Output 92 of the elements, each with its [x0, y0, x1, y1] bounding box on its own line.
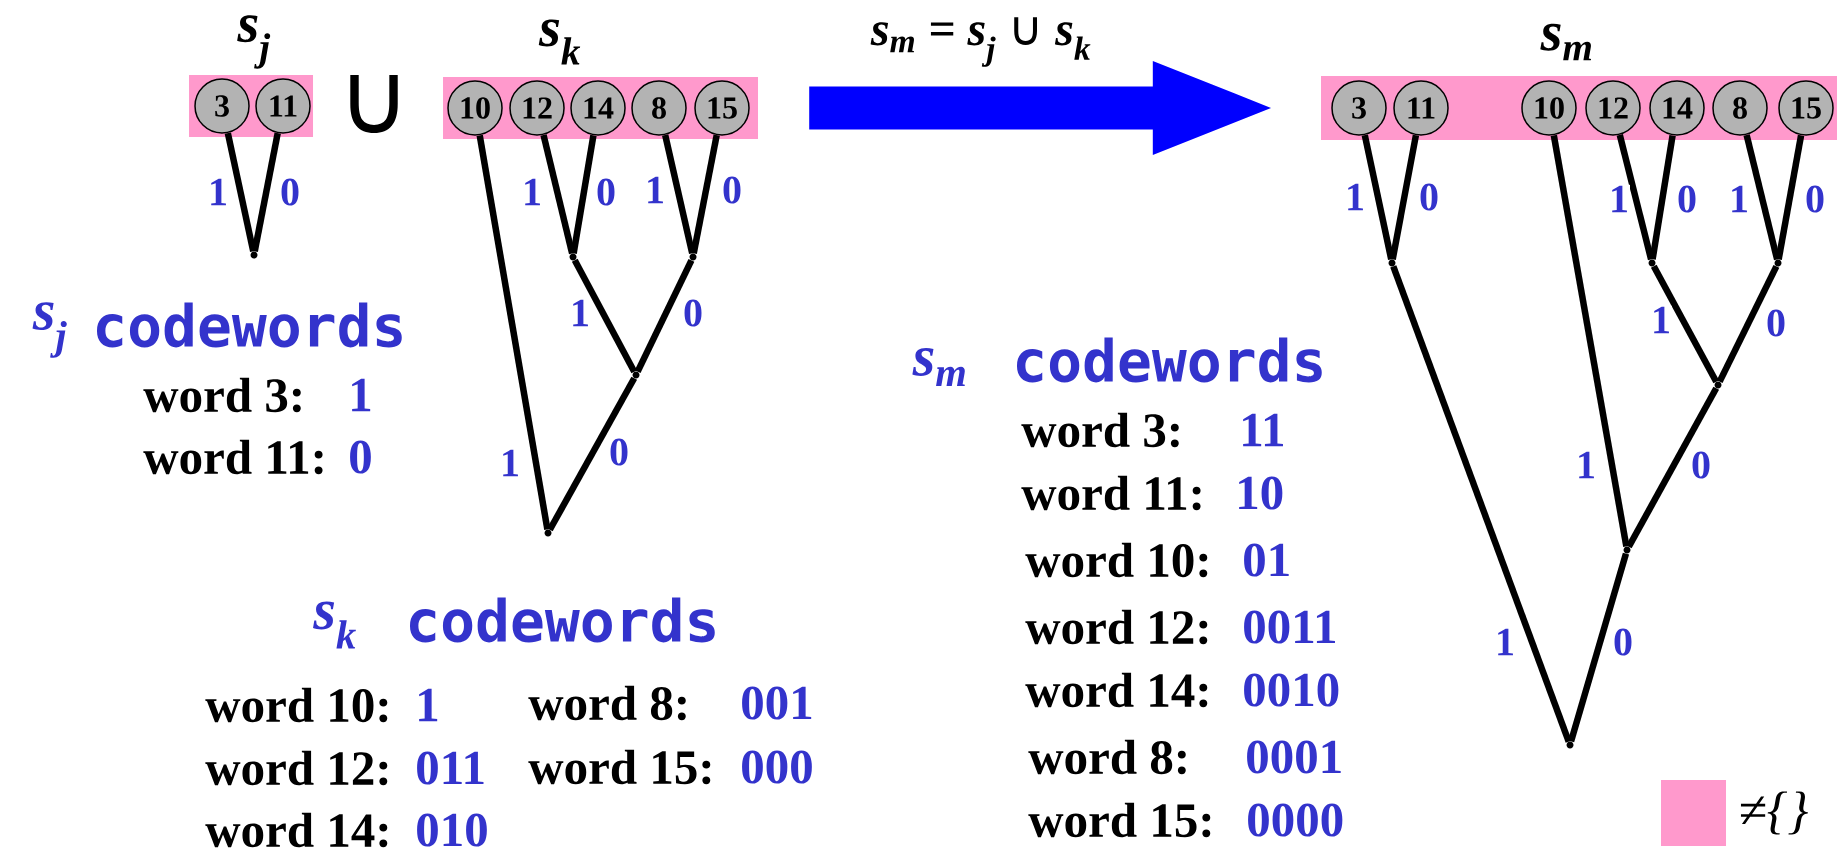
set-label: s$_{k}$ — [538, 19, 581, 65]
tree-branch — [1649, 134, 1676, 260]
bit-label: 1 — [1608, 184, 1630, 214]
tree-branch — [1775, 134, 1805, 260]
codeword: 011 — [417, 751, 484, 785]
codeword: 010 — [417, 813, 487, 847]
word-label: word 11: — [143, 439, 323, 475]
tree-branch — [1716, 264, 1780, 384]
word-label: word 14: — [205, 812, 388, 848]
word-label: word 12: — [205, 750, 388, 786]
bit-label: 1 — [1728, 184, 1750, 214]
bit-label: 1 — [499, 448, 521, 478]
bit-label: 1 — [1650, 305, 1672, 335]
codeword: 10 — [1239, 476, 1283, 510]
tree-branch — [1361, 134, 1395, 261]
word-label: word 3: — [1021, 412, 1179, 448]
bit-label: 0 — [1690, 450, 1712, 480]
codeword: 0010 — [1244, 673, 1339, 707]
bit-label: 0 — [608, 437, 630, 467]
codeword: 001 — [742, 686, 812, 720]
tree-junction — [1648, 259, 1656, 267]
set-label: s$_{m}$ — [1540, 23, 1592, 61]
tree-branch — [476, 134, 551, 530]
word-label: word 10: — [205, 687, 388, 723]
bit-label: 0 — [1418, 182, 1440, 212]
union-symbol: ∪ — [350, 75, 398, 133]
bit-label: 1 — [521, 177, 543, 207]
tree-junction — [1566, 741, 1574, 749]
tree-branch — [1389, 134, 1420, 260]
tree-junction — [250, 251, 258, 259]
word-label: word 3: — [143, 377, 301, 413]
tree-branch — [570, 134, 597, 254]
set-label: s$_{m}$ — [912, 348, 965, 386]
tree-branch — [1625, 386, 1720, 549]
codeword: 11 — [1243, 413, 1283, 447]
arrow-label: s$_{m}$ = s$_{j}$ ∪ s$_{k}$ — [869, 16, 1093, 68]
tree-branch — [634, 258, 695, 374]
word-label: word 11: — [1021, 475, 1201, 511]
tree-junction — [544, 529, 552, 537]
set-label: s$_{j}$ — [32, 302, 67, 358]
codeword: 0011 — [1244, 610, 1335, 644]
word-label: word 8: — [528, 685, 686, 721]
bit-label: 1 — [207, 177, 229, 207]
set-label: s$_{j}$ — [237, 15, 271, 69]
tree-branch — [571, 258, 638, 374]
tree-branch — [1650, 264, 1720, 384]
word-label: word 12: — [1025, 609, 1208, 645]
bit-label: 1 — [644, 175, 666, 205]
tree-branch — [662, 134, 696, 255]
legend-text: ≠{} — [1740, 791, 1808, 835]
set-label: s$_{k}$ — [313, 601, 356, 649]
bit-label: 1 — [1494, 627, 1516, 657]
tree-junction — [569, 253, 577, 261]
tree-branch — [224, 132, 257, 253]
bit-label: 1 — [569, 298, 591, 328]
bit-label: 0 — [1612, 627, 1634, 657]
tree-branch — [1390, 265, 1572, 743]
tree-branch — [1550, 134, 1630, 547]
bit-label: 1 — [1575, 450, 1597, 480]
codeword: 000 — [742, 750, 812, 784]
codeword: 1 — [419, 688, 438, 722]
bit-label: 0 — [595, 177, 617, 207]
tree-branch — [1567, 552, 1630, 743]
tree-junction — [1714, 381, 1722, 389]
codeword: 1 — [352, 378, 371, 412]
codewords-heading: codewords — [1017, 337, 1322, 383]
word-label: word 15: — [1028, 802, 1211, 838]
codeword: 0000 — [1248, 803, 1343, 837]
codewords-heading: codewords — [97, 302, 402, 348]
bit-label: 0 — [1804, 184, 1826, 214]
word-label: word 8: — [1028, 739, 1186, 775]
codeword: 0 — [350, 440, 371, 474]
bit-label: 0 — [1765, 308, 1787, 338]
word-label: word 14: — [1025, 672, 1208, 708]
codeword: 01 — [1244, 543, 1289, 577]
tree-branch — [690, 134, 720, 254]
tree-junction — [689, 253, 697, 261]
tree-junction — [1388, 259, 1396, 267]
tree-branch — [251, 132, 281, 252]
tree-junction — [1623, 546, 1631, 554]
word-label: word 10: — [1025, 542, 1208, 578]
bit-label: 1 — [1344, 182, 1366, 212]
codewords-heading: codewords — [410, 597, 715, 643]
bit-label: 0 — [682, 298, 704, 328]
tree-junction — [632, 371, 640, 379]
bit-label: 0 — [721, 175, 743, 205]
word-label: word 15: — [528, 749, 711, 785]
tree-junction — [1774, 259, 1782, 267]
codeword: 0001 — [1247, 740, 1341, 774]
bit-label: 0 — [1676, 184, 1698, 214]
bit-label: 0 — [279, 177, 301, 207]
tree-branch — [546, 376, 638, 532]
